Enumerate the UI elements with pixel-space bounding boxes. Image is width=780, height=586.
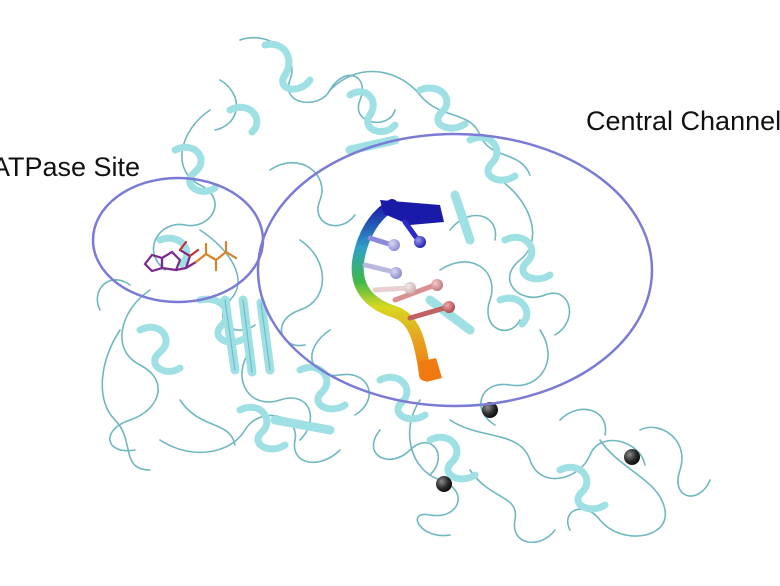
atpase-site-label: ATPase Site: [0, 152, 141, 182]
base-bead: [390, 267, 402, 279]
base-bead: [443, 301, 455, 313]
base-block: [380, 200, 444, 225]
base-bead: [414, 236, 426, 248]
nucleic-acid-strand: [351, 199, 455, 382]
ion-sphere-icon: [624, 449, 640, 465]
atp-ligand: [143, 240, 238, 273]
protein-ribbon: [96, 37, 711, 544]
metal-ions: [436, 402, 640, 492]
central-channel-outline: [256, 132, 654, 408]
ion-sphere-icon: [482, 402, 498, 418]
strand-end-arrow: [418, 358, 442, 382]
base-bead: [388, 239, 400, 251]
base-bead: [431, 279, 443, 291]
base-bead: [404, 282, 416, 294]
ion-sphere-icon: [436, 476, 452, 492]
central-channel-label: Central Channel: [586, 106, 780, 136]
